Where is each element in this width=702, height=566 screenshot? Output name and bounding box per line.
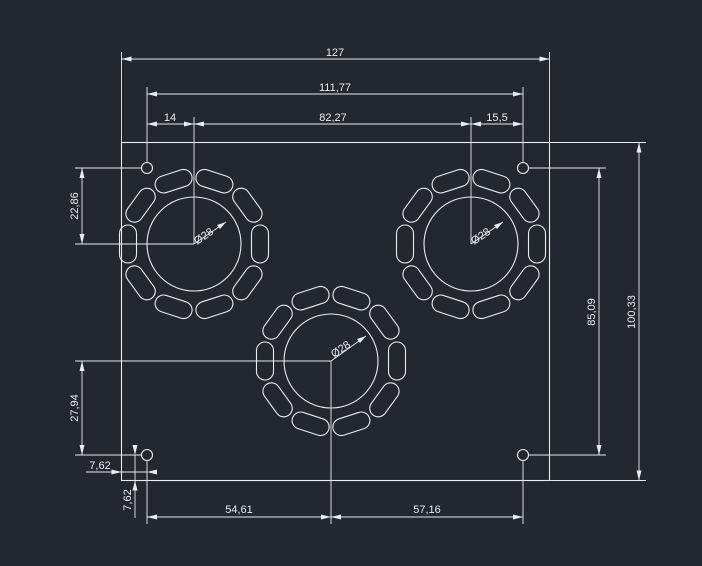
fan-left-slot-3 bbox=[250, 224, 270, 264]
dim-center-fan-y: 27,94 bbox=[69, 360, 331, 456]
fan-right-slot-5 bbox=[472, 294, 511, 320]
fan-left-slot-9 bbox=[125, 187, 156, 223]
dim-overall-height-text: 100,33 bbox=[626, 295, 638, 329]
dim-hole-inset-x-text: 7,62 bbox=[89, 460, 110, 472]
fan-left-slot-1 bbox=[195, 168, 234, 194]
fan-right-slot-8 bbox=[395, 224, 415, 264]
dim-center-fan-from-hole-x-text: 54,61 bbox=[225, 504, 253, 516]
fan-center-slot-2 bbox=[369, 304, 400, 340]
fan-right-slot-10 bbox=[431, 168, 470, 194]
fan-right-slot-4 bbox=[509, 265, 540, 301]
dim-hole-inset-y: 7,62 bbox=[122, 445, 140, 518]
fan-right-slots bbox=[395, 168, 547, 320]
dim-hole-inset-x: 7,62 bbox=[86, 460, 157, 475]
fan-right bbox=[395, 168, 547, 320]
dim-overall-width: 127 bbox=[121, 47, 550, 142]
mount-hole-bottom-right bbox=[516, 448, 530, 462]
fan-center-slot-9 bbox=[262, 304, 293, 340]
fan-right-slot-9 bbox=[402, 187, 433, 223]
dim-hole-pitch-x-text: 111,77 bbox=[319, 82, 351, 94]
dim-overall-height: 100,33 bbox=[550, 142, 646, 481]
diameter-label-left: Ø28 bbox=[192, 226, 216, 248]
fan-right-slot-1 bbox=[472, 168, 511, 194]
dim-hole-pitch-y-text: 85,09 bbox=[586, 298, 598, 326]
dim-bottom-chain: 54,61 57,16 bbox=[146, 361, 524, 524]
mount-hole-top-left bbox=[140, 161, 154, 175]
fan-right-slot-2 bbox=[509, 187, 540, 223]
fan-center-slot-3 bbox=[387, 341, 407, 381]
fan-left-slot-2 bbox=[232, 187, 263, 223]
fan-left-slot-5 bbox=[195, 294, 234, 320]
plate-outline bbox=[120, 141, 551, 482]
dim-left-fan-from-hole-y: 22,86 bbox=[69, 167, 194, 245]
dim-left-fan-offset-text: 14 bbox=[164, 112, 176, 124]
fan-center-slot-5 bbox=[332, 411, 371, 437]
dim-left-fan-from-hole-y-text: 22,86 bbox=[69, 192, 81, 220]
fan-right-slot-6 bbox=[431, 294, 470, 320]
diameter-callout-left: Ø28 bbox=[192, 221, 227, 248]
fan-right-slot-3 bbox=[527, 224, 547, 264]
fan-center-slot-6 bbox=[291, 411, 330, 437]
diameter-callout-right: Ø28 bbox=[469, 221, 504, 248]
fan-center-slot-4 bbox=[369, 382, 400, 418]
diameter-label-center: Ø28 bbox=[329, 339, 353, 361]
dim-right-fan-offset-text: 15,5 bbox=[486, 112, 507, 124]
fan-left-slot-4 bbox=[232, 265, 263, 301]
fan-right-slot-7 bbox=[402, 265, 433, 301]
dim-center-fan-to-hole-x-text: 57,16 bbox=[413, 504, 441, 516]
dim-hole-pitch-y: 85,09 bbox=[529, 167, 606, 456]
dim-overall-width-text: 127 bbox=[326, 47, 344, 59]
mount-hole-bottom-left bbox=[140, 448, 154, 462]
dim-hole-inset-y-text: 7,62 bbox=[122, 489, 134, 510]
fan-center-slot-7 bbox=[262, 382, 293, 418]
mount-hole-top-right bbox=[516, 161, 530, 175]
dim-fan-pitch-text: 82,27 bbox=[319, 112, 347, 124]
fan-left-slot-10 bbox=[154, 168, 193, 194]
diameter-label-right: Ø28 bbox=[469, 226, 493, 248]
fan-left-slot-6 bbox=[154, 294, 193, 320]
mount-holes bbox=[140, 161, 530, 462]
dim-fan-offsets: 14 82,27 15,5 bbox=[147, 112, 523, 244]
fan-center-slot-1 bbox=[332, 285, 371, 311]
dim-hole-pitch-x: 111,77 bbox=[146, 82, 524, 162]
dim-center-fan-y-text: 27,94 bbox=[69, 394, 81, 422]
fan-left-slot-7 bbox=[125, 265, 156, 301]
diameter-callout-center: Ø28 bbox=[329, 335, 367, 362]
fan-center-slot-10 bbox=[291, 285, 330, 311]
fan-left bbox=[118, 168, 270, 320]
fan-left-slots bbox=[118, 168, 270, 320]
